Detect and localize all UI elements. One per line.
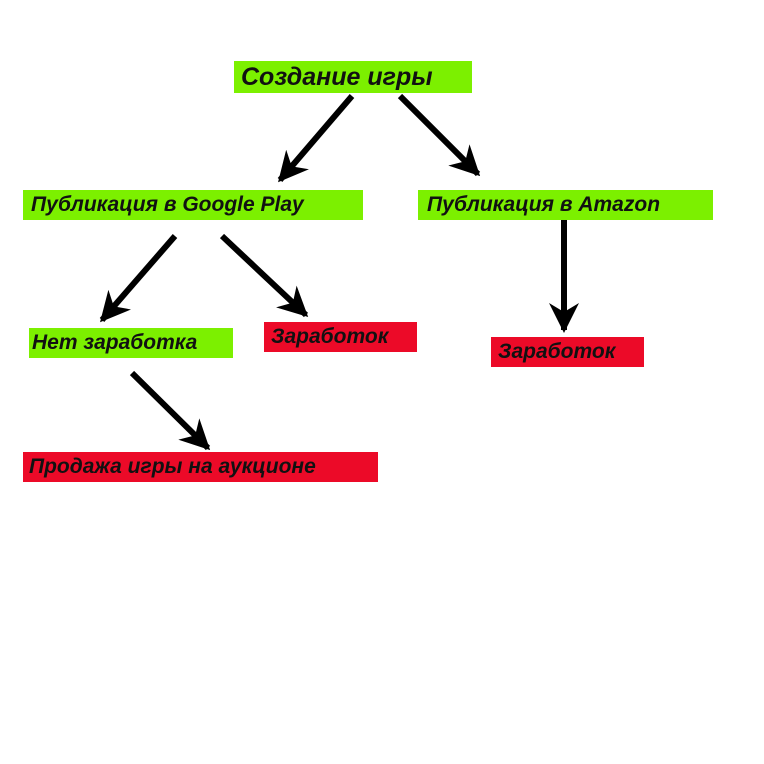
node-game-creation: Создание игры (234, 61, 472, 93)
node-auction-sale: Продажа игры на аукционе (23, 452, 378, 482)
node-income-google: Заработок (264, 322, 417, 352)
node-income-amazon: Заработок (491, 337, 644, 367)
node-publish-amazon: Публикация в Amazon (418, 190, 713, 220)
node-publish-google-play: Публикация в Google Play (23, 190, 363, 220)
arrow-no-income-to-auction-sale (129, 370, 211, 451)
node-no-income: Нет заработка (29, 328, 233, 358)
arrow-google-play-to-no-income (99, 234, 178, 323)
arrow-google-play-to-income (219, 233, 309, 318)
arrow-root-to-google-play (277, 94, 355, 183)
arrow-root-to-amazon (397, 93, 481, 177)
